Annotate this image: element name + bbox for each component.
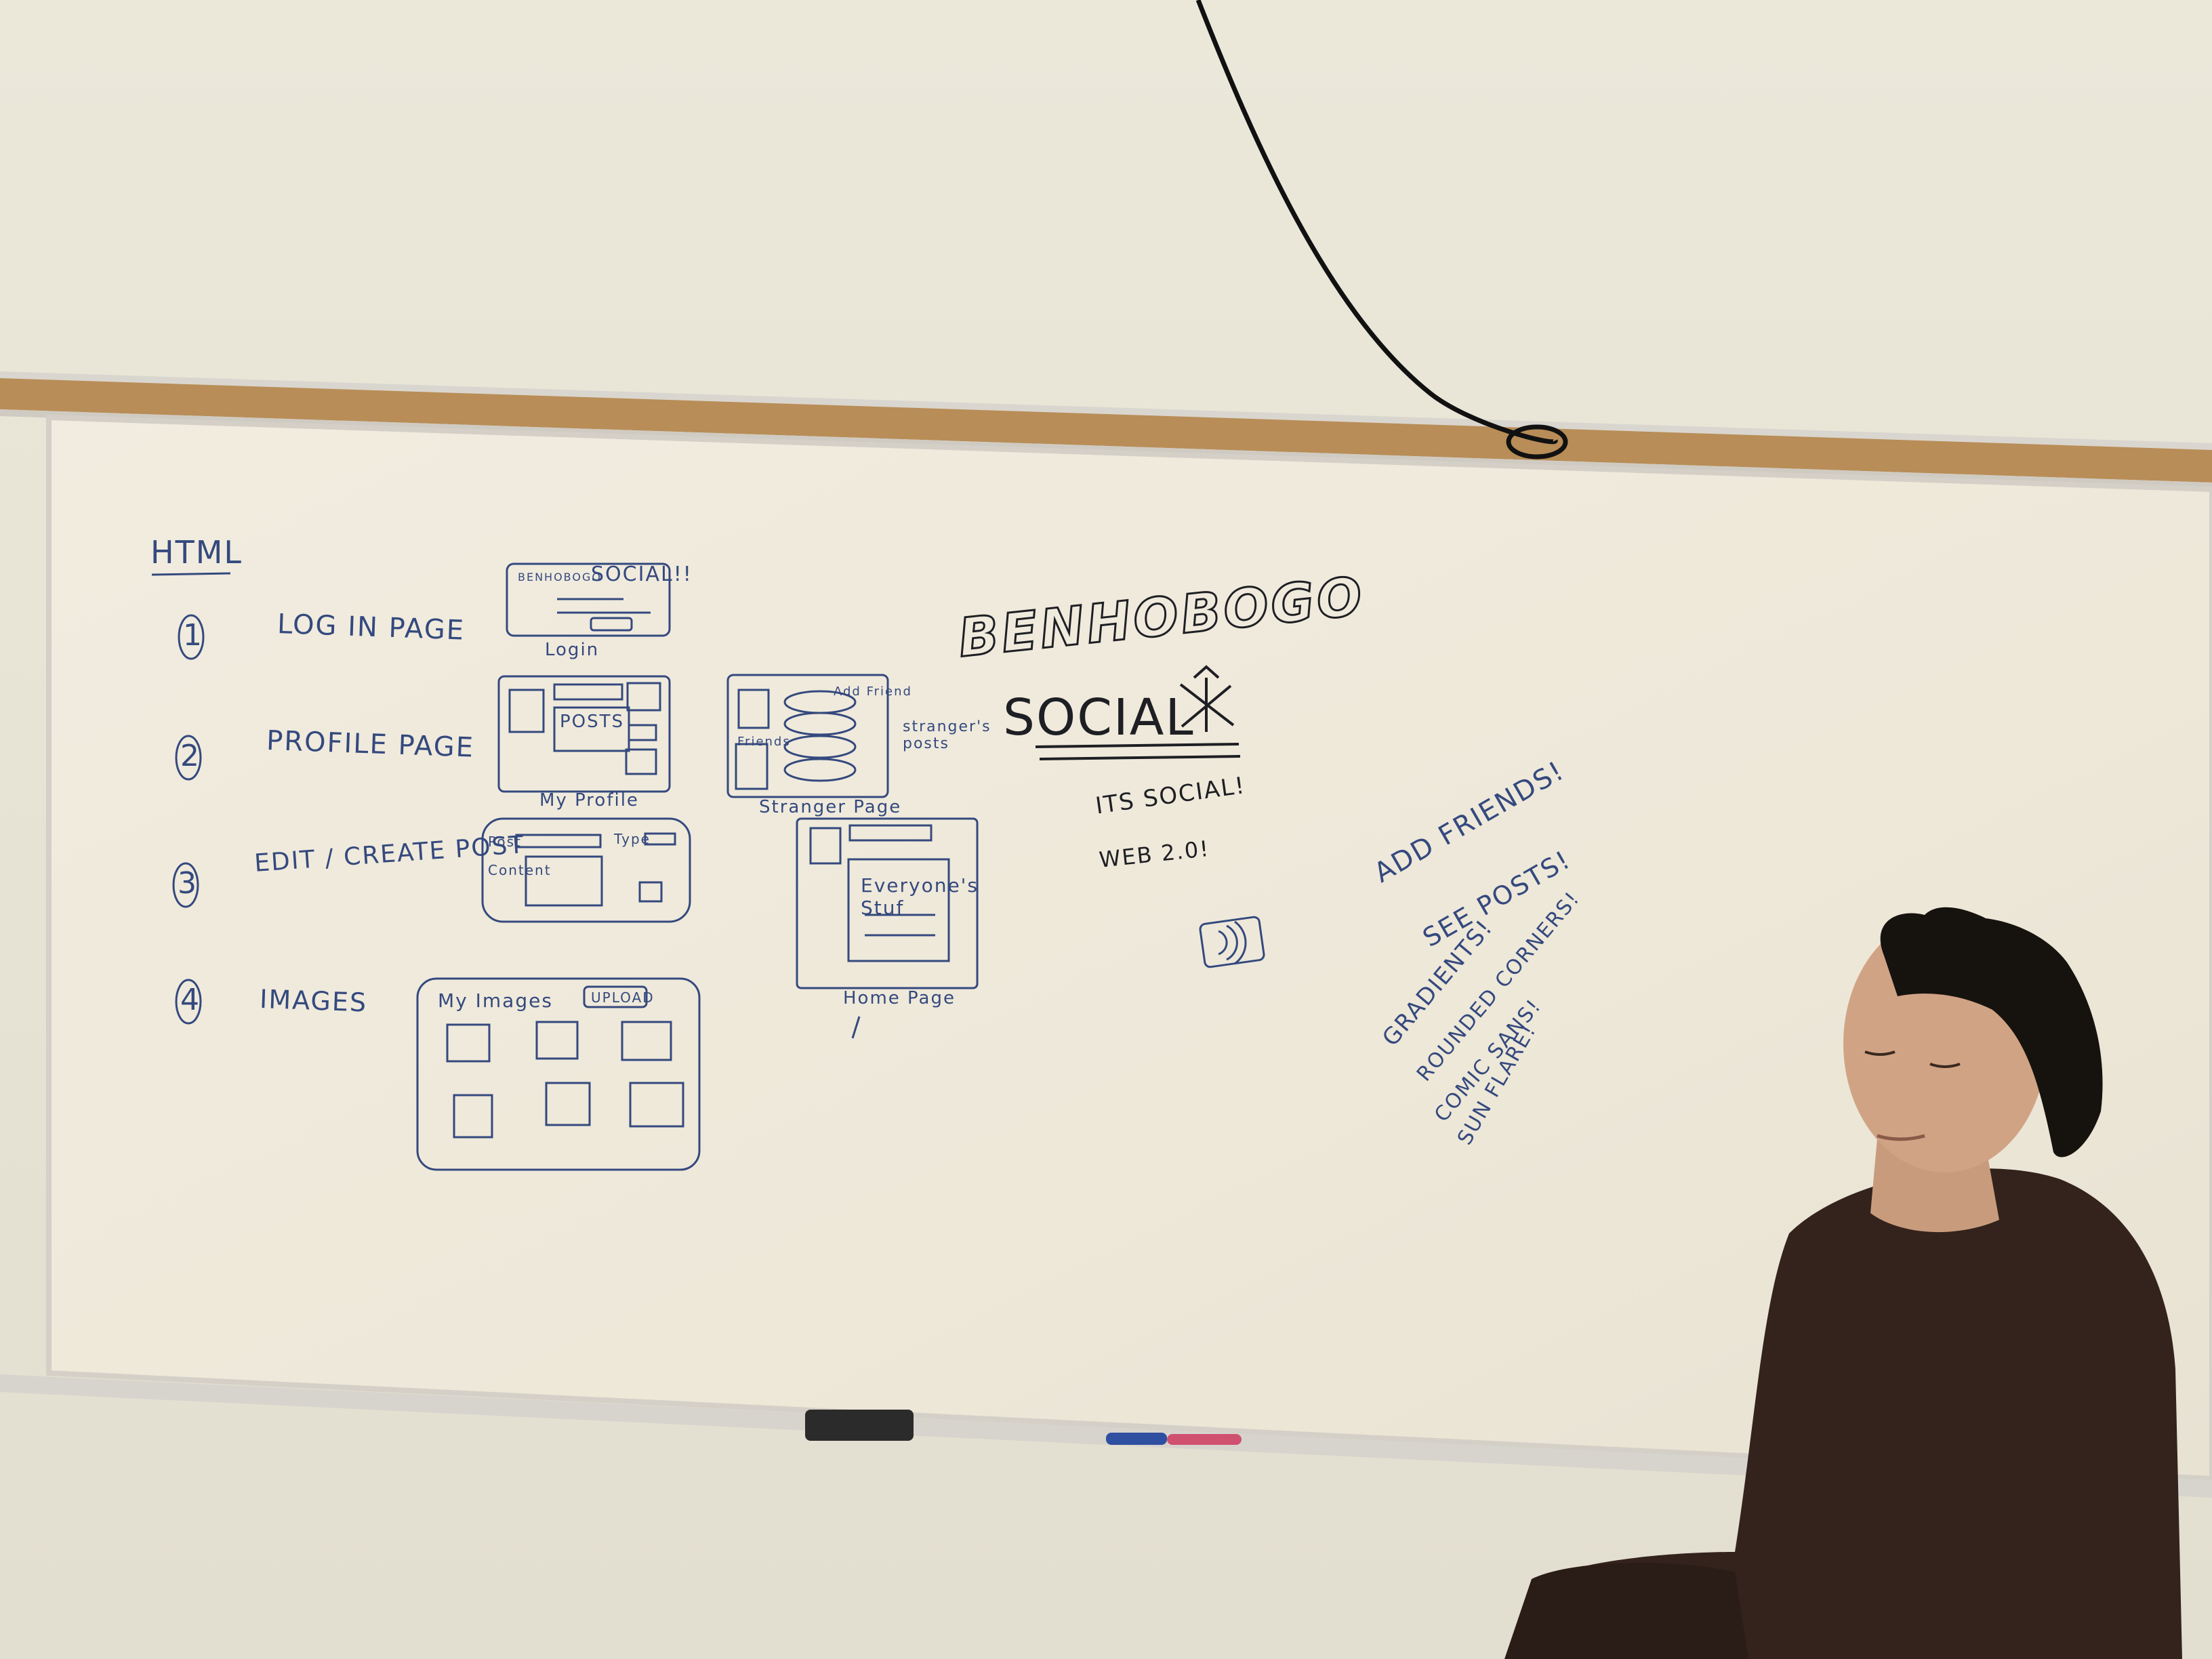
profile-posts-label: POSTS	[560, 712, 625, 732]
stranger-add-friend-label: Add Friend	[834, 684, 912, 699]
brand-social-text: SOCIAL	[1003, 689, 1195, 747]
profile-side-box	[628, 724, 657, 741]
whiteboard	[46, 414, 2212, 1482]
edit-post-post-label: Post	[488, 834, 522, 850]
login-brand-text: BENHOBOGO	[518, 571, 602, 583]
login-sketch-frame	[506, 562, 671, 637]
cork-strip-trim	[0, 371, 2212, 450]
cork-strip	[0, 377, 2212, 483]
edit-post-sketch-frame	[481, 817, 691, 923]
starburst-doodle	[1179, 665, 1235, 732]
stranger-post-oval	[783, 712, 857, 736]
cable-loop	[1506, 424, 1568, 459]
red-marker[interactable]	[1167, 1434, 1242, 1445]
outline-item-label: IMAGES	[259, 984, 368, 1018]
social-underline	[1039, 755, 1241, 760]
login-caption: Login	[545, 640, 600, 660]
images-upload-box	[583, 985, 648, 1008]
login-button-sketch	[590, 617, 633, 632]
person-torso	[1511, 1168, 2182, 1659]
person-hair	[1880, 907, 2103, 1158]
outline-number: 2	[180, 739, 201, 773]
stranger-caption: Stranger Page	[759, 797, 902, 817]
home-sketch-frame	[796, 817, 979, 989]
stranger-post-oval	[783, 758, 857, 782]
profile-side-box	[625, 748, 657, 775]
home-feed-label: Everyone's Stuf	[861, 874, 979, 919]
outline-number-circle	[175, 979, 202, 1025]
profile-post-box	[553, 683, 623, 701]
image-thumbnail	[453, 1094, 493, 1139]
outline-item-label: LOG IN PAGE	[276, 609, 466, 647]
image-thumbnail	[446, 1023, 491, 1063]
edit-post-type-label: Type	[614, 831, 651, 847]
marker-tray	[0, 1374, 2212, 1498]
edit-post-title-box	[515, 834, 602, 848]
home-feed-box	[847, 858, 950, 962]
outline-number: 4	[180, 983, 201, 1017]
home-nav-box	[848, 824, 933, 842]
images-upload-label: UPLOAD	[591, 989, 655, 1006]
person-mouth	[1877, 1134, 1925, 1141]
stranger-avatar-box	[737, 689, 770, 729]
outline-number-circle	[175, 735, 202, 781]
person-eye	[1864, 1050, 1896, 1056]
outline-number: 3	[178, 866, 198, 901]
edit-post-type-box	[644, 832, 676, 846]
image-thumbnail	[535, 1021, 579, 1060]
profile-caption: My Profile	[539, 790, 639, 811]
outline-number-circle	[172, 862, 199, 908]
home-avatar-box	[809, 827, 842, 865]
eraser[interactable]	[805, 1410, 914, 1441]
stranger-side-note: stranger's posts	[903, 718, 991, 752]
outline-number-circle	[178, 614, 205, 660]
login-title-text: SOCIAL!!	[591, 562, 693, 586]
edit-post-save-box	[638, 881, 663, 903]
social-underline	[1035, 743, 1240, 748]
image-thumbnail	[621, 1021, 672, 1061]
person-eye	[1929, 1063, 1961, 1068]
profile-side-box	[626, 682, 661, 712]
edit-post-content-box	[525, 855, 603, 907]
stranger-friends-label: Friends	[737, 735, 791, 749]
home-caption-tick	[851, 1016, 861, 1039]
stranger-post-oval	[783, 735, 857, 759]
heading-underline	[151, 572, 231, 576]
images-sketch-frame	[416, 977, 701, 1171]
person	[1504, 907, 2182, 1659]
stranger-sketch-frame	[726, 674, 889, 798]
person-hand	[1504, 1563, 1748, 1659]
outline-number: 1	[183, 618, 203, 653]
image-thumbnail	[545, 1082, 591, 1126]
hanging-cable	[1195, 0, 1558, 445]
stranger-friends-box	[735, 743, 769, 790]
profile-avatar-box	[508, 689, 545, 733]
outline-heading: HTML	[150, 534, 243, 571]
profile-sketch-frame	[497, 675, 671, 793]
home-caption: Home Page	[843, 988, 956, 1008]
blue-marker[interactable]	[1106, 1433, 1167, 1445]
rss-doodle-arcs	[1218, 920, 1247, 965]
image-thumbnail	[629, 1082, 684, 1128]
images-title: My Images	[438, 989, 553, 1012]
edit-post-content-label: Content	[488, 862, 552, 878]
